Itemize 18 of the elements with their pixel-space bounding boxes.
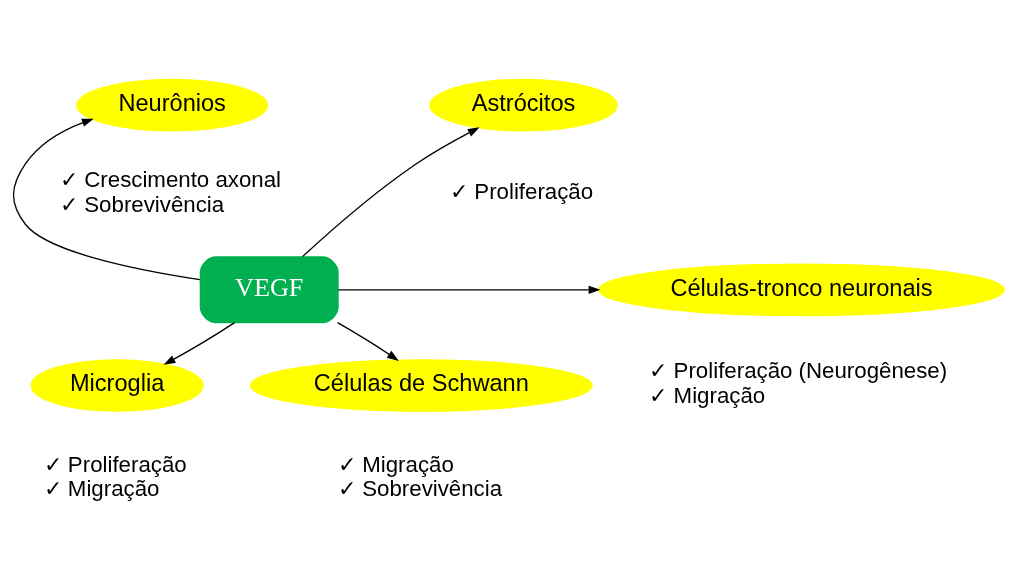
node-label: ✓ Proliferação [43, 451, 187, 477]
node-ellipse: Células de Schwann [249, 358, 593, 412]
arrow [12, 118, 201, 280]
node-box: VEGF [199, 255, 339, 323]
node-label: ✓ Proliferação [450, 178, 594, 204]
node-label: ✓ Migração [649, 382, 766, 408]
arrow [163, 321, 236, 365]
node-label: ✓ Sobrevivência [60, 191, 225, 217]
arrow [337, 285, 601, 294]
node-label: ✓ Migração [338, 451, 454, 477]
arrow [301, 126, 480, 257]
node-ellipse: Células-tronco neuronais [598, 262, 1005, 316]
node-label: ✓ Crescimento axonal [60, 166, 282, 192]
node-ellipse: Astrócitos [429, 78, 618, 132]
node-ellipse: Microglia [30, 358, 204, 412]
arrow [336, 321, 399, 361]
node-ellipse: Neurônios [76, 78, 269, 132]
node-label: ✓ Proliferação (Neurogênese) [649, 357, 948, 383]
